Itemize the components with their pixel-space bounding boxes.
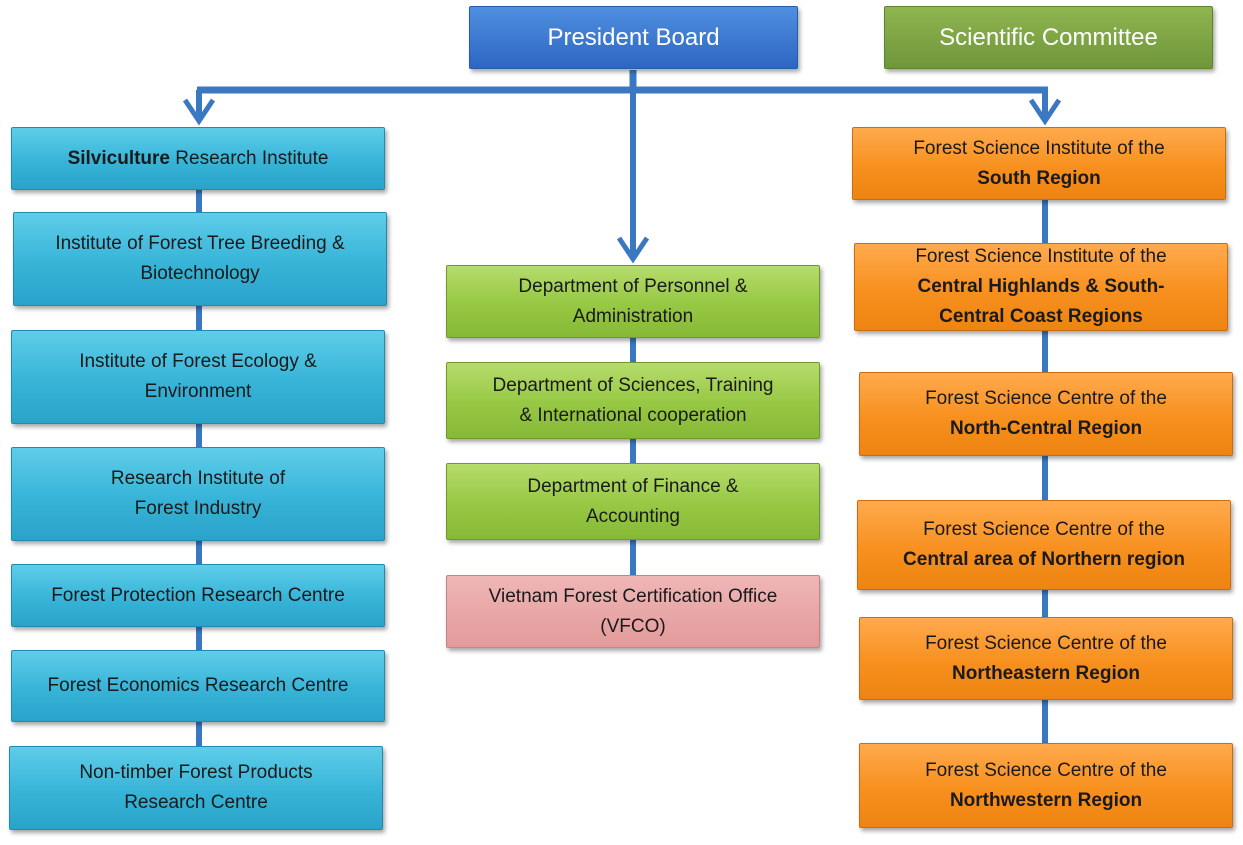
left-box-label: Research Institute — [170, 147, 329, 169]
middle-box-label-line2: & International cooperation — [519, 404, 747, 426]
left-box-label-line2: Environment — [144, 381, 252, 402]
left-box-silviculture: Silviculture Research Institute — [11, 127, 385, 190]
right-box-label-bold-2: Central Coast Regions — [939, 306, 1143, 327]
right-box-label-line1: Forest Science Centre of the — [923, 519, 1165, 540]
right-box-label-line1: Forest Science Institute of the — [913, 137, 1165, 159]
right-box-north-central: Forest Science Centre of the North-Centr… — [859, 372, 1233, 456]
left-box-label-line1: Institute of Forest Tree Breeding & — [55, 233, 345, 254]
right-box-label-bold: Northwestern Region — [949, 789, 1143, 811]
right-box-label-line1: Forest Science Centre of the — [925, 632, 1167, 654]
right-box-label-bold: South Region — [977, 167, 1101, 189]
right-box-label-bold: North-Central Region — [949, 418, 1143, 439]
right-box-label-bold: Central Highlands & South- — [917, 276, 1165, 297]
middle-box-label-line1: Department of Personnel & — [518, 275, 748, 297]
right-box-central-northern: Forest Science Centre of the Central are… — [857, 500, 1231, 590]
left-box-label-line2: Forest Industry — [134, 498, 262, 519]
middle-box-label-line1: Vietnam Forest Certification Office — [488, 585, 778, 607]
right-box-northwestern: Forest Science Centre of the Northwester… — [859, 743, 1233, 828]
right-box-label-bold: Northeastern Region — [952, 662, 1140, 684]
right-box-central-highlands: Forest Science Institute of the Central … — [854, 243, 1228, 331]
left-box-label-line1: Research Institute of — [110, 468, 286, 489]
scientific-committee-label: Scientific Committee — [939, 23, 1158, 51]
left-box-forest-industry: Research Institute of Forest Industry — [11, 447, 385, 541]
middle-box-sciences: Department of Sciences, Training & Inter… — [446, 362, 820, 439]
left-box-forest-protection: Forest Protection Research Centre — [11, 564, 385, 627]
arrowhead-middle — [616, 236, 650, 264]
middle-box-vfco: Vietnam Forest Certification Office (VFC… — [446, 575, 820, 648]
middle-box-label-line2: Administration — [572, 305, 694, 327]
right-box-south-region: Forest Science Institute of the South Re… — [852, 127, 1226, 200]
left-box-label-line1: Forest Economics Research Centre — [47, 675, 349, 696]
left-box-label-line1: Institute of Forest Ecology & — [79, 351, 317, 372]
left-box-forest-economics: Forest Economics Research Centre — [11, 650, 385, 722]
scientific-committee-box: Scientific Committee — [884, 6, 1213, 69]
left-box-label-line1: Forest Protection Research Centre — [51, 584, 345, 606]
left-box-tree-breeding: Institute of Forest Tree Breeding & Biot… — [13, 212, 387, 306]
right-box-label-bold: Central area of Northern region — [903, 549, 1185, 570]
middle-box-label-line2: Accounting — [585, 505, 680, 527]
right-box-label-line1: Forest Science Centre of the — [925, 388, 1167, 409]
left-box-non-timber: Non-timber Forest Products Research Cent… — [9, 746, 383, 830]
president-board-box: President Board — [469, 6, 798, 69]
middle-box-label-line2: (VFCO) — [600, 615, 666, 637]
arrowhead-right — [1028, 98, 1062, 126]
right-box-northeastern: Forest Science Centre of the Northeaster… — [859, 617, 1233, 700]
middle-box-personnel: Department of Personnel & Administration — [446, 265, 820, 338]
left-box-ecology: Institute of Forest Ecology & Environmen… — [11, 330, 385, 424]
left-box-label-line1: Non-timber Forest Products — [79, 762, 313, 783]
arrowhead-left — [182, 98, 216, 126]
right-box-label-line1: Forest Science Centre of the — [925, 759, 1167, 781]
left-box-label-bold: Silviculture — [67, 147, 170, 169]
left-box-label-line2: Biotechnology — [140, 263, 260, 284]
left-box-label-line2: Research Centre — [124, 792, 268, 813]
president-board-label: President Board — [547, 23, 720, 51]
middle-box-label-line1: Department of Finance & — [527, 475, 739, 497]
right-box-label-line1: Forest Science Institute of the — [915, 246, 1167, 267]
middle-box-finance: Department of Finance & Accounting — [446, 463, 820, 540]
middle-box-label-line1: Department of Sciences, Training — [492, 374, 774, 396]
